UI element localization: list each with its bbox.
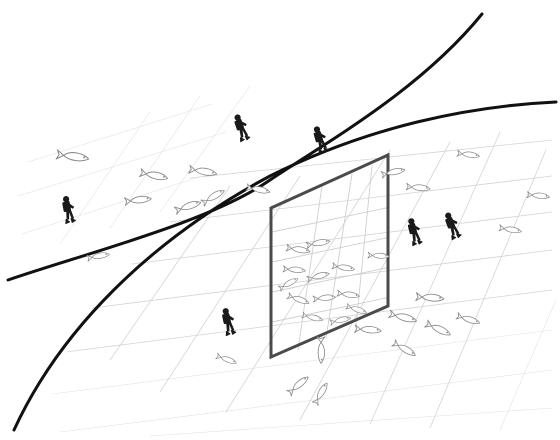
diver-leg (415, 232, 420, 240)
fish-body (532, 192, 550, 199)
fish-body (130, 195, 151, 204)
fish-icon (140, 169, 169, 183)
fish-icon (389, 310, 418, 325)
fish-body (220, 355, 237, 365)
diver-icon (61, 196, 76, 224)
fish-tail (56, 150, 64, 160)
grid-line (430, 150, 546, 428)
fish-tail (368, 252, 373, 258)
fish-body (291, 374, 310, 391)
fish-tail (317, 337, 325, 343)
fish-icon (287, 374, 311, 396)
fish-icon (189, 165, 218, 178)
fish-eye (321, 359, 323, 361)
grid-line (22, 178, 196, 234)
fish-tail (174, 205, 182, 214)
fish-tail (313, 296, 318, 303)
fish-tail (381, 170, 387, 178)
lower-boundary-curve (14, 102, 556, 430)
panel-grid-line (326, 174, 352, 338)
fish-icon (317, 337, 325, 364)
fish-tail (355, 325, 361, 333)
fish-tail (457, 150, 463, 157)
diver-icon (406, 217, 423, 245)
grid-line (28, 104, 212, 162)
grid-layer (18, 86, 556, 436)
fish-icon (216, 353, 238, 366)
fish-icon (278, 276, 299, 291)
fish-body (461, 314, 481, 325)
fish-icon (313, 294, 336, 302)
fish-body (206, 188, 226, 203)
fish-body (411, 184, 430, 192)
diver-leg (229, 322, 234, 330)
grid-line (150, 408, 552, 436)
upper-boundary-curve (8, 14, 482, 280)
fish-body (315, 382, 329, 401)
fish-tail (283, 266, 288, 273)
fish-icon (527, 191, 550, 200)
fish-body (350, 305, 367, 315)
fish-icon (392, 340, 417, 359)
fish-tail (216, 353, 222, 360)
fish-icon (286, 244, 311, 255)
fish-tail (286, 244, 292, 252)
fish-tail (425, 320, 433, 329)
fish-tail (416, 293, 423, 301)
grid-line (18, 132, 226, 196)
diver-icon (233, 113, 251, 142)
fish-icon (381, 167, 406, 179)
fish-icon (332, 263, 355, 273)
fish-icon (425, 320, 452, 338)
fish-tail (337, 290, 343, 297)
fish-tail (330, 319, 336, 326)
fish-tail (527, 191, 532, 198)
fish-icon (355, 325, 382, 335)
grid-line (160, 86, 250, 212)
fish-tail (140, 169, 148, 178)
fish-tail (389, 310, 397, 319)
fish-body (180, 199, 202, 212)
fish-body (504, 226, 522, 234)
fish-body (337, 264, 355, 272)
fish-tail (287, 293, 294, 301)
fish-icon (337, 290, 360, 299)
fish-body (395, 312, 418, 324)
grid-line (500, 300, 556, 430)
fish-body (430, 323, 452, 338)
fish-icon (312, 381, 330, 405)
fish-body (462, 151, 480, 159)
fish-icon (457, 150, 480, 159)
fish-icon (368, 252, 389, 259)
diver-layer (61, 113, 462, 335)
panel-grid-line (272, 208, 386, 232)
fish-icon (124, 195, 151, 205)
grid-line (66, 290, 552, 352)
fish-icon (174, 199, 202, 214)
fish-icon (287, 293, 310, 307)
fish-icon (56, 150, 89, 164)
fish-icon (416, 293, 445, 303)
fish-body (292, 294, 310, 305)
diver-icon (221, 307, 237, 335)
fish-body (397, 343, 417, 358)
fish-tail (346, 303, 352, 310)
fish-icon (499, 225, 522, 235)
fish-body (146, 170, 169, 181)
fish-tail (499, 225, 505, 232)
fish-tail (456, 313, 463, 321)
grid-line (60, 112, 150, 244)
fish-icon (283, 266, 306, 274)
fish-tail (406, 183, 412, 190)
diver-leg (69, 210, 73, 218)
fish-body (342, 291, 360, 299)
fish-body (63, 151, 89, 162)
fish-layer (56, 150, 550, 406)
